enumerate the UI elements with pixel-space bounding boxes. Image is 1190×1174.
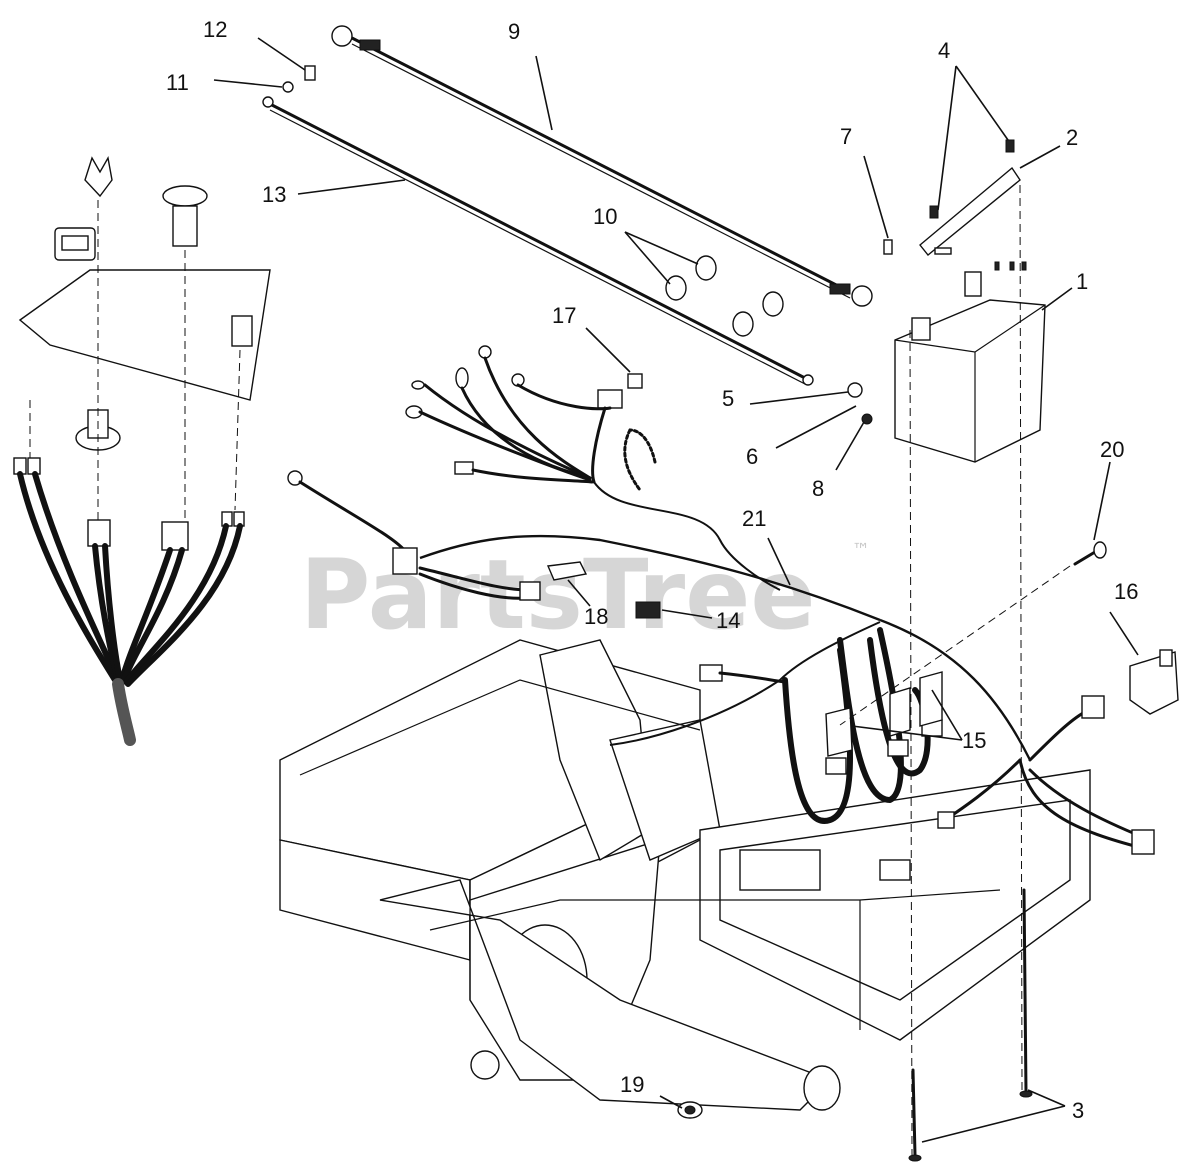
battery-cables xyxy=(262,25,873,386)
callout-4: 4 xyxy=(938,38,950,63)
callout-1: 1 xyxy=(1076,269,1088,294)
dash-panel-assembly xyxy=(13,155,271,746)
watermark: PartsTree xyxy=(300,539,815,651)
callout-15: 15 xyxy=(962,728,986,753)
brackets xyxy=(825,671,943,757)
chassis-frame xyxy=(279,639,1091,1111)
callout-2: 2 xyxy=(1066,125,1078,150)
callout-10: 10 xyxy=(593,204,617,229)
callout-5: 5 xyxy=(722,386,734,411)
callout-labels: 1 2 3 4 5 6 7 8 9 10 11 12 13 14 15 16 1… xyxy=(166,17,1138,1123)
seat-switch xyxy=(1129,649,1179,715)
grommet xyxy=(677,1101,703,1119)
battery-hold-down xyxy=(909,166,1023,1156)
callout-16: 16 xyxy=(1114,579,1138,604)
callout-12: 12 xyxy=(203,17,227,42)
callout-8: 8 xyxy=(812,476,824,501)
callout-14: 14 xyxy=(716,608,740,633)
callout-7: 7 xyxy=(840,124,852,149)
callout-11: 11 xyxy=(166,70,189,95)
battery xyxy=(894,271,1046,463)
leader-lines xyxy=(213,37,1139,1143)
hardware xyxy=(282,65,1027,425)
bolt-20 xyxy=(839,541,1107,726)
callout-17: 17 xyxy=(552,303,576,328)
terminal-boots xyxy=(665,255,784,337)
callout-9: 9 xyxy=(508,19,520,44)
callout-21: 21 xyxy=(742,506,766,531)
callout-20: 20 xyxy=(1100,437,1124,462)
callout-18: 18 xyxy=(584,604,608,629)
upper-harness xyxy=(405,345,781,591)
pins xyxy=(908,888,1033,1162)
callout-6: 6 xyxy=(746,444,758,469)
callout-13: 13 xyxy=(262,182,286,207)
callout-3: 3 xyxy=(1072,1098,1084,1123)
watermark-trademark: ™ xyxy=(852,540,870,561)
callout-19: 19 xyxy=(620,1072,644,1097)
